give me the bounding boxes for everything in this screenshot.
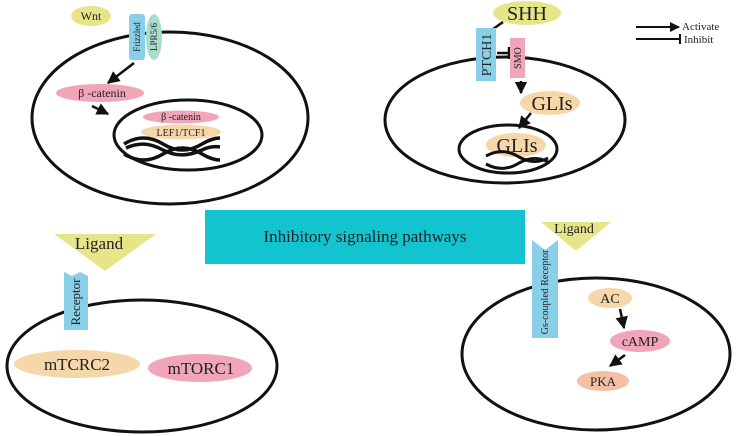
mtor-ligand-label: Ligand <box>75 234 124 253</box>
center-title-box <box>205 210 525 264</box>
shh-nucleus <box>457 123 559 175</box>
gs-arrow-2 <box>608 353 626 368</box>
mtor-receptor <box>64 272 88 330</box>
shh-ligand-shape <box>493 1 561 25</box>
mtor-ligand-shape <box>54 234 156 271</box>
mtor-cell-membrane <box>5 298 279 434</box>
lpr-receptor <box>146 14 162 60</box>
gs-arrow-1 <box>615 308 628 330</box>
ac-label: AC <box>600 292 619 307</box>
beta-catenin-cyto-shape <box>56 84 144 102</box>
wnt-cell-membrane <box>30 30 310 206</box>
gs-ligand-label: Ligand <box>554 222 594 237</box>
mtor-receptor-label: Receptor <box>68 278 83 326</box>
legend-inhibit-label: Inhibit <box>684 34 713 46</box>
shh-pathway: SHH PTCH1 SMO GLIs GLIs <box>383 1 627 185</box>
legend: Activate Inhibit <box>636 21 719 46</box>
mtorc2-shape <box>14 350 140 378</box>
mtorc1-label: mTORC1 <box>168 359 235 378</box>
wnt-arrow-2 <box>91 103 110 116</box>
wnt-ligand-shape <box>71 6 111 26</box>
frizzled-label: Frizzled <box>132 22 142 52</box>
wnt-nucleus <box>112 98 264 172</box>
wnt-arrow-1 <box>107 62 135 84</box>
mtorc1-shape <box>148 354 252 382</box>
shh-cell-membrane <box>383 55 627 185</box>
glis-cyto-shape <box>520 91 580 115</box>
shh-dna <box>485 150 549 170</box>
center-title: Inhibitory signaling pathways <box>263 227 467 246</box>
gs-receptor <box>532 240 558 338</box>
beta-catenin-cyto-label: β -catenin <box>78 86 126 100</box>
legend-activate-label: Activate <box>682 21 719 33</box>
pka-shape <box>577 371 629 391</box>
smo-label: SMO <box>513 47 524 69</box>
pka-label: PKA <box>590 374 617 389</box>
beta-catenin-nuc-label: β -catenin <box>161 112 201 123</box>
gs-ligand-shape <box>541 222 611 251</box>
glis-cyto-label: GLIs <box>531 93 572 115</box>
gs-pathway: Ligand Gs-coupled Receptor AC cAMP PKA <box>460 222 732 432</box>
ac-shape <box>588 288 632 308</box>
camp-shape <box>610 330 670 352</box>
wnt-pathway: Wnt Frizzled LPR5/6 β -catenin β -cateni… <box>30 6 310 206</box>
wnt-dna <box>123 136 221 162</box>
mtor-pathway: Ligand Receptor mTCRC2 mTORC1 <box>5 234 279 434</box>
lef1-tcf1-label: LEF1/TCF1 <box>157 128 206 139</box>
shh-ligand-label: SHH <box>507 3 547 25</box>
glis-nuc-label: GLIs <box>496 135 537 157</box>
ptch1-receptor <box>476 28 496 81</box>
gs-cell-membrane <box>460 276 732 432</box>
beta-catenin-nuc-shape <box>143 110 219 124</box>
ptch1-label: PTCH1 <box>480 34 495 77</box>
camp-label: cAMP <box>622 335 659 350</box>
mtorc2-label: mTCRC2 <box>44 355 110 374</box>
shh-arrow-2 <box>518 112 532 129</box>
smo-receptor <box>510 38 525 78</box>
wnt-ligand-label: Wnt <box>81 9 102 23</box>
frizzled-receptor <box>129 14 145 60</box>
lpr-label: LPR5/6 <box>149 23 159 52</box>
gs-receptor-label: Gs-coupled Receptor <box>540 249 551 334</box>
lef1-tcf1-shape <box>141 124 221 140</box>
